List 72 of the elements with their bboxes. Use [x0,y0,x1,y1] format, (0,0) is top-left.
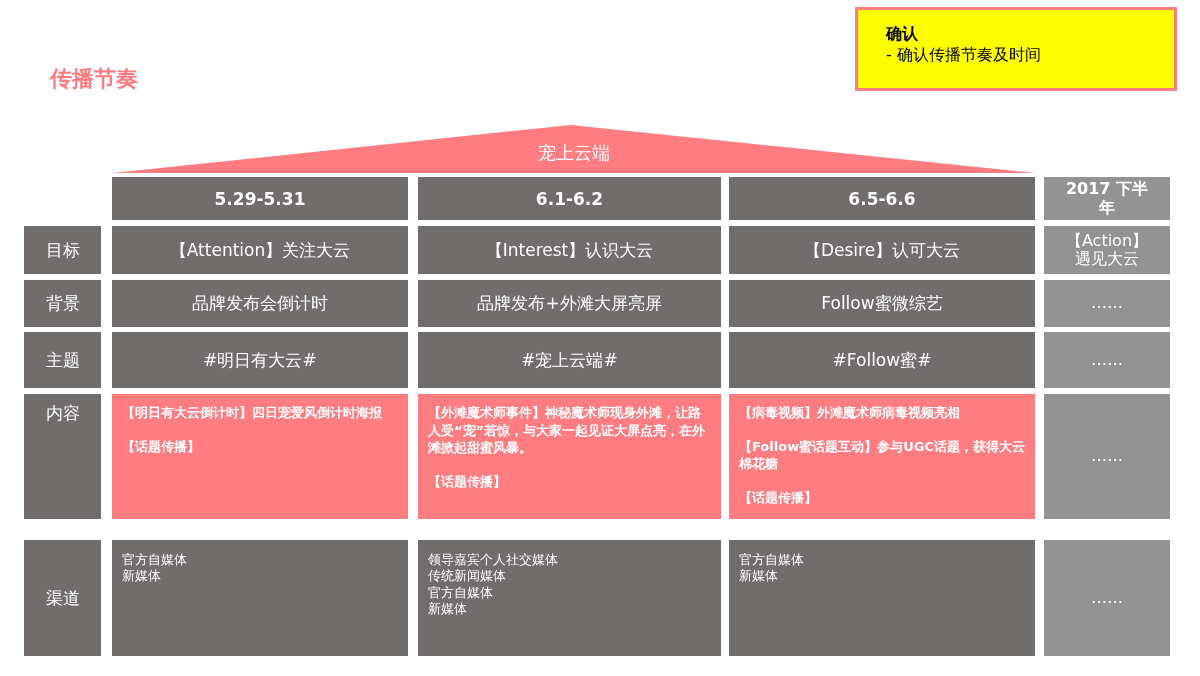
table-cell [1044,394,1170,519]
table-cell [418,280,721,327]
cell-text: 6.5-6.6 [848,188,916,209]
cell-text: 背景 [45,292,80,315]
page-title: 传播节奏 [50,65,138,93]
content-cell [729,394,1035,519]
cell-text: 内容 [44,402,81,425]
cell-text: 【Action】遇见大云 [1064,231,1150,269]
cell-text: 5.29-5.31 [214,188,306,209]
channel-item: 官方自媒体 [428,584,494,601]
channel-cell [418,540,721,656]
cell-text: 渠道 [45,586,80,610]
cell-text: 【Interest】认识大云 [485,238,654,262]
content-text: 【话题传播】 [428,472,507,491]
cell-text: 品牌发布会倒计时 [192,292,328,315]
row-label-cell [24,280,101,327]
content-text: 【病毒视频】外滩魔术师病毒视频亮相 [739,404,961,422]
cell-text: #宠上云端# [521,348,618,372]
table-cell [1044,226,1170,274]
cell-text: …… [1090,294,1124,313]
channel-item: 新媒体 [428,600,468,617]
header-cell [418,177,721,220]
note-box [855,7,1177,91]
channel-item: 新媒体 [739,568,779,585]
note-text: - 确认传播节奏及时间 [886,45,1042,66]
channel-cell [112,540,408,656]
channel-item: 官方自媒体 [739,552,805,569]
content-text: 【话题传播】 [122,437,201,456]
cell-text: 6.1-6.2 [535,188,604,209]
cell-text: #明日有大云# [203,348,317,372]
cell-text: 主题 [45,348,80,372]
content-text: 【外滩魔术师事件】神秘魔术师现身外滩，让路人受“宠”若惊，与大家一起见证大屏点亮，在外滩掀起甜蜜风暴。 [428,404,707,457]
row-label-cell [24,226,101,274]
cell-text: …… [1090,350,1124,370]
cell-text: …… [1090,588,1124,608]
header-cell [1044,177,1170,220]
channel-cell [729,540,1035,656]
table-cell [1044,332,1170,388]
table-cell [729,226,1035,274]
table-cell [1044,540,1170,656]
cell-text: 【Desire】认可大云 [803,238,961,262]
header-cell [729,177,1035,220]
cell-text: 目标 [45,238,80,262]
table-cell [112,280,408,327]
cell-text: 品牌发布+外滩大屏亮屏 [477,292,662,315]
content-text: 【Follow蜜话题互动】参与UGC话题，获得大云棉花糖 [739,437,1025,473]
content-cell [418,394,721,519]
table-cell [729,332,1035,388]
row-label-cell [24,394,101,519]
table-cell [418,226,721,274]
content-text: 【话题传播】 [739,488,818,507]
row-label-cell [24,332,101,388]
content-text: 【明日有大云倒计时】四日宠爱风倒计时海报 [122,404,383,422]
table-cell [1044,280,1170,327]
table-cell [112,226,408,274]
banner-title: 宠上云端 [536,141,611,165]
table-cell [729,280,1035,327]
table-cell [418,332,721,388]
channel-item: 传统新闻媒体 [428,568,507,585]
channel-item: 新媒体 [122,568,162,585]
row-label-cell [24,540,101,656]
table-cell [112,332,408,388]
cell-text: 【Attention】关注大云 [169,238,351,262]
header-cell [112,177,408,220]
cell-text: …… [1090,447,1124,466]
cell-text: #Follow蜜# [832,348,932,372]
channel-item: 领导嘉宾个人社交媒体 [428,552,559,569]
note-heading: 确认 [886,24,919,45]
cell-text: 2017 下半年 [1064,180,1150,217]
cell-text: Follow蜜微综艺 [821,292,943,315]
content-cell [112,394,408,519]
channel-item: 官方自媒体 [122,552,188,569]
